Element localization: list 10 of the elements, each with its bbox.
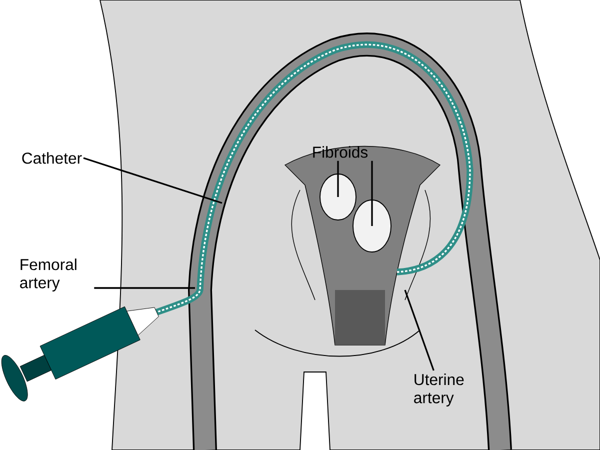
fibroid bbox=[320, 174, 356, 220]
fibroid bbox=[352, 200, 392, 252]
leader-line bbox=[83, 157, 222, 204]
leader-line bbox=[94, 287, 195, 289]
leader-line bbox=[371, 160, 373, 226]
leader-line bbox=[404, 290, 434, 371]
label-text: Uterine artery bbox=[414, 374, 464, 406]
label-text: Fibroids bbox=[313, 146, 368, 158]
label-text: Femoral artery bbox=[20, 258, 76, 292]
label-text: Catheter bbox=[22, 152, 82, 164]
